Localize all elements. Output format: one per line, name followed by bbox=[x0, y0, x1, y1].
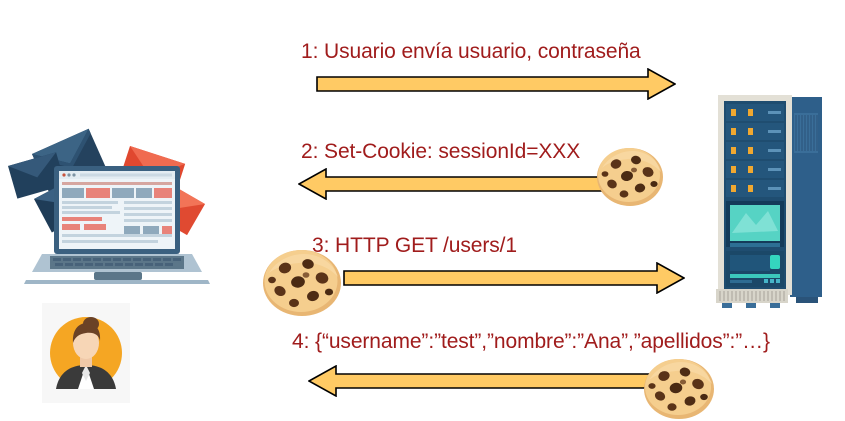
message-1-arrow-right bbox=[316, 68, 676, 100]
message-3-arrow-right bbox=[343, 262, 685, 294]
message-2-label: 2: Set-Cookie: sessionId=XXX bbox=[301, 140, 581, 163]
cookie-icon bbox=[262, 248, 342, 318]
message-3-label: 3: HTTP GET /users/1 bbox=[312, 234, 517, 257]
client-laptop-illustration bbox=[6, 104, 234, 284]
message-4-arrow-left bbox=[308, 365, 668, 397]
cookie-icon bbox=[596, 146, 664, 208]
server-rack-illustration bbox=[712, 93, 830, 308]
message-2-arrow-left bbox=[298, 168, 628, 200]
envelope-dark-3 bbox=[8, 152, 66, 199]
user-avatar bbox=[42, 303, 130, 403]
message-4-label: 4: {“username”:”test”,”nombre”:”Ana”,”ap… bbox=[292, 330, 770, 353]
laptop bbox=[24, 166, 210, 284]
message-1-label: 1: Usuario envía usuario, contraseña bbox=[301, 40, 641, 63]
cookie-icon bbox=[643, 357, 715, 421]
